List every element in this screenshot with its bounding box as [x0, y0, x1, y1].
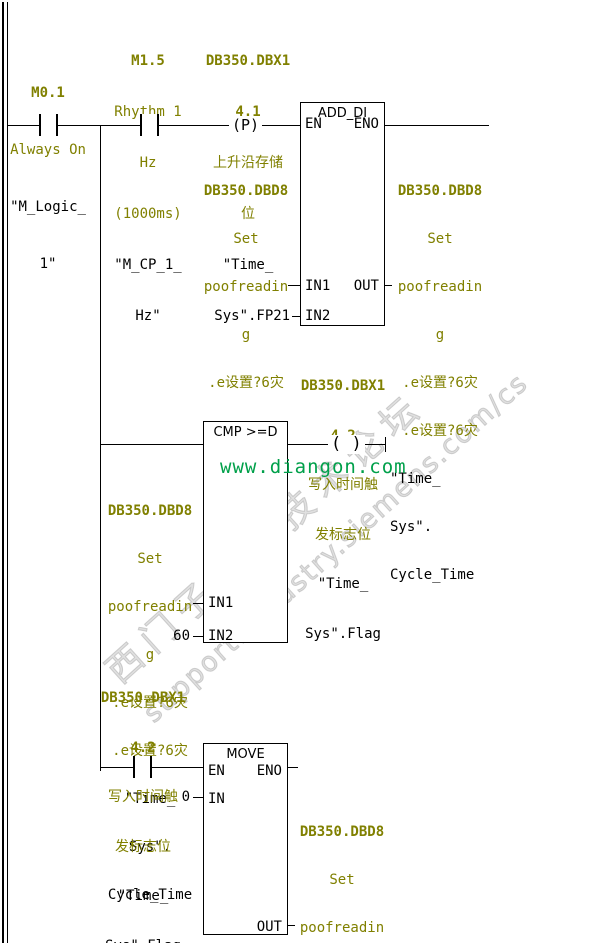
fp2-comment-line2: 位 [241, 206, 255, 222]
contact-m01[interactable] [39, 114, 58, 136]
rung3-eno-wire [287, 767, 298, 768]
add-di-block[interactable]: ADD_DI EN ENO IN1 OUT IN2 [300, 102, 385, 326]
add-out-operand-line3[interactable]: Cycle_Time [390, 567, 475, 583]
coil-flag-labels: DB350.DBX1 4.2 写入时间触 发标志位 "Time_ Sys".Fl… [293, 345, 393, 675]
contact-m15-labels: M1.5 Rhythm 1 Hz (1000ms) "M_CP_1_ Hz" [103, 19, 193, 359]
cmp-in1-operand-line1[interactable]: "Time_ [124, 791, 176, 807]
add-in2-constant[interactable]: 1 [281, 308, 290, 324]
move-pin-in: IN [208, 791, 225, 807]
coil-flag-operand-line2[interactable]: Sys".Flag [305, 625, 381, 642]
m15-comment-line2: Hz [139, 155, 157, 171]
add-out-comment-line1: Set [427, 231, 453, 247]
fp2-address-line1[interactable]: DB350.DBX1 [205, 53, 291, 69]
move-pin-en: EN [208, 763, 225, 779]
move-pin-eno: ENO [256, 763, 282, 779]
contact-flag-comment-line2: 发标志位 [115, 838, 171, 855]
cmp-pin-in2: IN2 [208, 628, 234, 644]
add-pin-en: EN [305, 116, 322, 132]
add-out-wire [384, 285, 392, 286]
coil-flag-address-line1[interactable]: DB350.DBX1 [300, 378, 386, 394]
edge-fp2-labels: DB350.DBX1 4.1 上升沿存储 位 "Time_ Sys".FP2 [196, 19, 300, 359]
coil-flag[interactable]: ( ) [328, 435, 365, 454]
move-out-comment-line2: poofreadin [299, 920, 385, 936]
m01-operand-line2[interactable]: 1" [39, 256, 57, 272]
cmp-pin-in1: IN1 [208, 595, 234, 611]
fp2-operand-line2[interactable]: Sys".FP2 [214, 308, 282, 324]
add-out-comment-line5: .e设置?6灾 [402, 423, 478, 439]
move-pin-out: OUT [256, 919, 282, 935]
rung1-eno-wire [384, 125, 489, 126]
add-out-operand-line1[interactable]: "Time_ [390, 471, 441, 487]
positive-edge-symbol[interactable]: (P) [229, 116, 263, 134]
cmp-in1-operand-line2[interactable]: Sys". [128, 839, 172, 855]
contact-flag-address-line1[interactable]: DB350.DBX1 [100, 690, 186, 706]
add-out-comment-line4: .e设置?6灾 [402, 375, 478, 391]
move-out-comment-line1: Set [329, 872, 355, 888]
cmp-in1-comment-line4: .e设置?6灾 [112, 695, 188, 711]
branch-wire-vertical [100, 125, 101, 771]
add-out-comment-line3: g [435, 327, 445, 343]
add-out-operand-labels: DB350.DBD8 Set poofreadin g .e设置?6灾 .e设置… [390, 151, 490, 615]
contact-flag-operand-line1[interactable]: "Time_ [117, 888, 169, 904]
m15-operand-line1[interactable]: "M_CP_1_ [114, 257, 182, 273]
move-title: MOVE [226, 747, 265, 762]
cmp-block[interactable]: CMP >=D IN1 IN2 [203, 421, 288, 644]
cmp-in1-comment-line1: Set [137, 551, 163, 567]
fp2-comment-line1: 上升沿存储 [213, 155, 283, 171]
m01-comment: Always On [10, 142, 86, 158]
watermark-site: www.diangon.com [220, 456, 407, 478]
add-out-address[interactable]: DB350.DBD8 [397, 183, 483, 199]
cmp-in1-operand-labels: DB350.DBD8 Set poofreadin g .e设置?6灾 .e设置… [99, 471, 201, 935]
power-rail-outer [2, 2, 4, 943]
contact-flag-address-line2[interactable]: 4.2 [130, 739, 156, 756]
rung2-end-stroke [385, 437, 386, 452]
add-out-comment-line2: poofreadin [397, 279, 483, 295]
add-pin-in1: IN1 [305, 278, 331, 294]
move-out-operand-labels: DB350.DBD8 Set poofreadin g .e设置?6灾 .e设置… [292, 792, 392, 943]
add-out-operand-line2[interactable]: Sys". [390, 519, 433, 535]
add-in1-comment-line2: poofreadin [203, 279, 289, 295]
move-in-constant[interactable]: 0 [181, 789, 190, 805]
move-in-wire [193, 797, 203, 798]
add-in1-address[interactable]: DB350.DBD8 [203, 183, 289, 199]
add-in1-comment-line1: Set [233, 231, 259, 247]
contact-flag-comment-line1: 写入时间触 [108, 789, 178, 805]
m01-address[interactable]: M0.1 [31, 85, 65, 101]
cmp-in1-address[interactable]: DB350.DBD8 [107, 503, 193, 519]
move-block[interactable]: MOVE EN ENO IN OUT [203, 743, 288, 935]
m15-comment-line3: (1000ms) [114, 206, 182, 222]
contact-flag[interactable] [133, 756, 152, 778]
add-pin-in2: IN2 [305, 308, 331, 324]
cmp-in2-wire [193, 636, 203, 637]
add-pin-out: OUT [353, 278, 379, 294]
m15-address[interactable]: M1.5 [131, 53, 165, 69]
add-in1-wire [288, 285, 300, 286]
coil-flag-operand-line1[interactable]: "Time_ [317, 576, 369, 592]
coil-flag-comment-line1: 写入时间触 [308, 477, 378, 493]
contact-m15[interactable] [140, 114, 159, 136]
add-di-title: ADD_DI [317, 106, 368, 121]
move-out-address[interactable]: DB350.DBD8 [299, 824, 385, 840]
contact-flag-labels: DB350.DBX1 4.2 写入时间触 发标志位 "Time_ Sys".Fl… [93, 657, 193, 943]
contact-flag-operand-line2[interactable]: Sys".Flag [93, 938, 193, 943]
add-in1-comment-line4: .e设置?6灾 [208, 375, 284, 391]
cmp-title: CMP >=D [213, 425, 278, 440]
cmp-in1-operand-line3[interactable]: Cycle_Time [107, 887, 193, 903]
add-pin-eno: ENO [353, 116, 379, 132]
cmp-in1-comment-line2: poofreadin [107, 599, 193, 615]
coil-flag-comment-line2: 发标志位 [315, 526, 371, 543]
fp2-operand-line1[interactable]: "Time_ [222, 257, 274, 273]
cmp-in2-constant[interactable]: 60 [173, 628, 190, 644]
rung2-wire-left [100, 444, 203, 445]
cmp-in1-wire [193, 603, 203, 604]
contact-m01-labels: M0.1 Always On "M_Logic_ 1" [2, 46, 94, 312]
m15-operand-line2[interactable]: Hz" [135, 308, 161, 324]
cmp-in1-comment-line5: .e设置?6灾 [112, 743, 188, 759]
power-rail-inner [7, 2, 8, 943]
add-in2-wire [292, 316, 300, 317]
m01-operand-line1[interactable]: "M_Logic_ [10, 199, 86, 215]
move-out-wire [287, 925, 295, 926]
cmp-in1-comment-line3: g [145, 647, 155, 663]
add-in1-comment-line3: g [241, 327, 251, 343]
